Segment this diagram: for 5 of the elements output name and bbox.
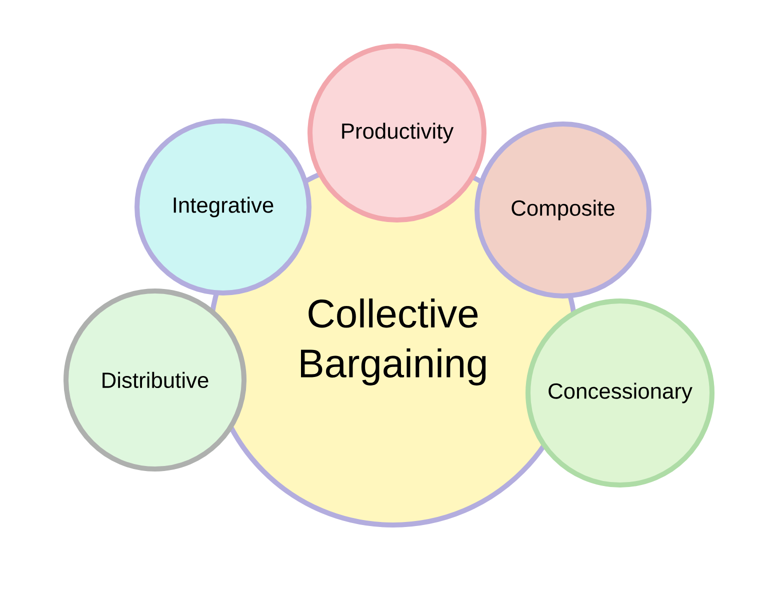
circle-node: Distributive [64,288,246,472]
circle-node: Integrative [134,118,312,296]
circle-node: Composite [474,121,652,298]
circle-node: Concessionary [526,298,714,488]
circle-node: Productivity [308,44,486,222]
